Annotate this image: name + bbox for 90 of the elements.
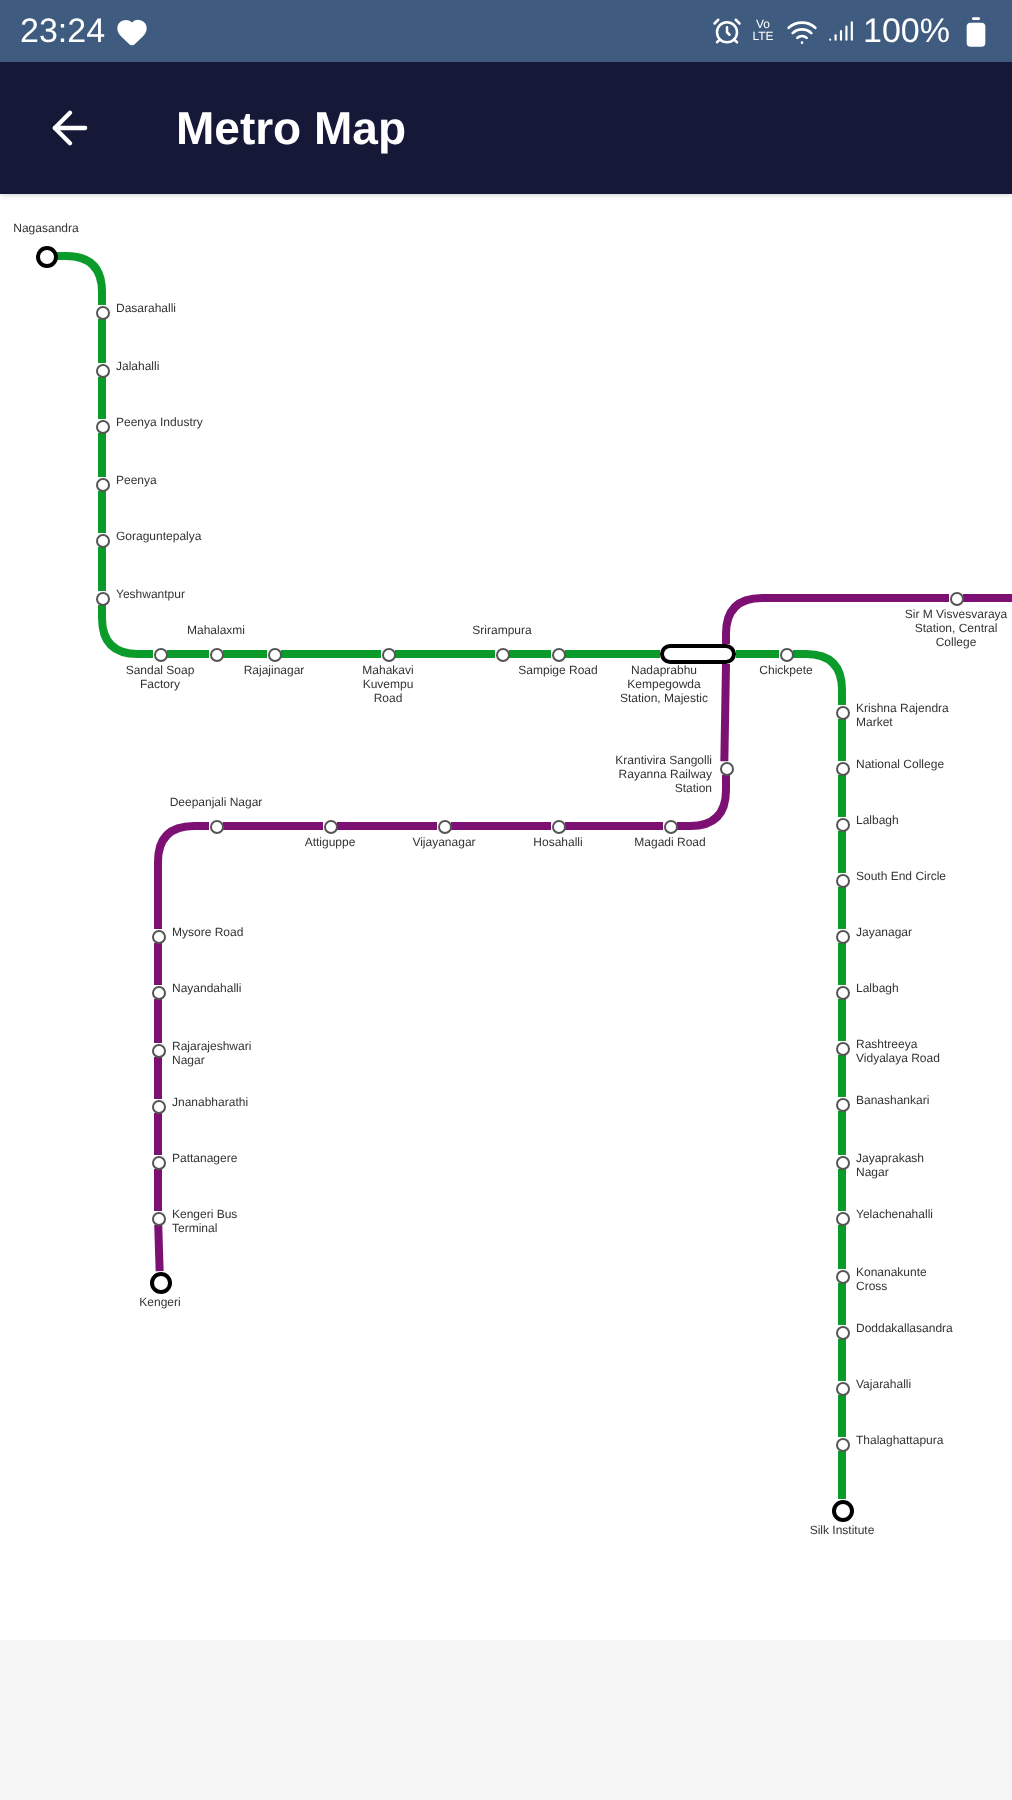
station-marker bbox=[835, 1269, 849, 1283]
station-marker bbox=[663, 819, 677, 833]
metro-line bbox=[167, 650, 209, 658]
metro-line bbox=[451, 822, 551, 830]
metro-line bbox=[838, 1283, 846, 1325]
metro-line bbox=[838, 775, 846, 817]
metro-line bbox=[838, 887, 846, 929]
station-marker bbox=[209, 819, 223, 833]
interchange-marker bbox=[660, 644, 736, 664]
station-marker bbox=[95, 533, 109, 547]
terminal-station-marker bbox=[35, 245, 57, 267]
station-marker bbox=[267, 647, 281, 661]
station-marker bbox=[835, 873, 849, 887]
metro-line bbox=[154, 1224, 164, 1272]
metro-line bbox=[720, 663, 730, 762]
station-marker bbox=[779, 647, 793, 661]
metro-line bbox=[722, 594, 949, 644]
metro-line bbox=[838, 831, 846, 873]
station-marker bbox=[835, 1155, 849, 1169]
metro-line bbox=[98, 547, 106, 591]
station-marker bbox=[381, 647, 395, 661]
station-marker bbox=[835, 1097, 849, 1111]
battery-percent-text: 100% bbox=[863, 9, 950, 54]
metro-line bbox=[154, 943, 162, 985]
metro-line bbox=[98, 491, 106, 533]
metro-line bbox=[838, 1055, 846, 1097]
station-marker bbox=[835, 1041, 849, 1055]
metro-line bbox=[838, 719, 846, 761]
metro-line bbox=[509, 650, 551, 658]
screen-title: Metro Map bbox=[176, 99, 406, 158]
metro-line bbox=[838, 1451, 846, 1499]
station-marker bbox=[437, 819, 451, 833]
metro-line bbox=[736, 650, 779, 658]
metro-line bbox=[154, 1169, 162, 1211]
metro-line bbox=[963, 594, 1012, 602]
station-marker bbox=[835, 1325, 849, 1339]
metro-line bbox=[677, 775, 730, 830]
station-marker bbox=[835, 817, 849, 831]
station-marker bbox=[551, 647, 565, 661]
metro-line bbox=[337, 822, 437, 830]
station-marker bbox=[495, 647, 509, 661]
station-marker bbox=[95, 363, 109, 377]
station-marker bbox=[151, 1211, 165, 1225]
metro-line bbox=[223, 822, 323, 830]
metro-line bbox=[838, 999, 846, 1041]
metro-line bbox=[154, 1057, 162, 1099]
station-marker bbox=[95, 591, 109, 605]
station-marker bbox=[835, 929, 849, 943]
station-marker bbox=[151, 1043, 165, 1057]
station-marker bbox=[323, 819, 337, 833]
station-marker bbox=[151, 929, 165, 943]
metro-line bbox=[838, 1111, 846, 1155]
metro-line bbox=[98, 377, 106, 419]
metro-line bbox=[565, 650, 660, 658]
metro-line bbox=[838, 1169, 846, 1211]
station-marker bbox=[551, 819, 565, 833]
metro-line bbox=[223, 650, 267, 658]
station-marker bbox=[835, 1437, 849, 1451]
station-marker bbox=[95, 305, 109, 319]
metro-line bbox=[98, 605, 153, 658]
metro-line bbox=[154, 1113, 162, 1155]
metro-line bbox=[838, 1339, 846, 1381]
metro-line bbox=[98, 319, 106, 363]
station-marker bbox=[151, 1155, 165, 1169]
metro-line bbox=[838, 1225, 846, 1269]
metro-line bbox=[281, 650, 381, 658]
clock-text: 23:24 bbox=[20, 9, 106, 54]
station-marker bbox=[151, 985, 165, 999]
station-marker bbox=[95, 419, 109, 433]
metro-line bbox=[793, 650, 846, 705]
metro-line bbox=[838, 943, 846, 985]
station-marker bbox=[835, 985, 849, 999]
station-marker bbox=[209, 647, 223, 661]
station-marker bbox=[719, 761, 733, 775]
station-marker bbox=[835, 1211, 849, 1225]
terminal-station-marker bbox=[831, 1499, 853, 1521]
station-marker bbox=[949, 591, 963, 605]
metro-line bbox=[154, 999, 162, 1043]
metro-line bbox=[565, 822, 663, 830]
metro-line bbox=[98, 433, 106, 477]
station-marker bbox=[95, 477, 109, 491]
metro-line bbox=[838, 1395, 846, 1437]
station-marker bbox=[151, 1099, 165, 1113]
station-marker bbox=[835, 705, 849, 719]
metro-line bbox=[395, 650, 495, 658]
metro-line bbox=[154, 822, 209, 929]
terminal-station-marker bbox=[149, 1271, 171, 1293]
station-marker bbox=[153, 647, 167, 661]
station-marker bbox=[835, 761, 849, 775]
station-marker bbox=[835, 1381, 849, 1395]
